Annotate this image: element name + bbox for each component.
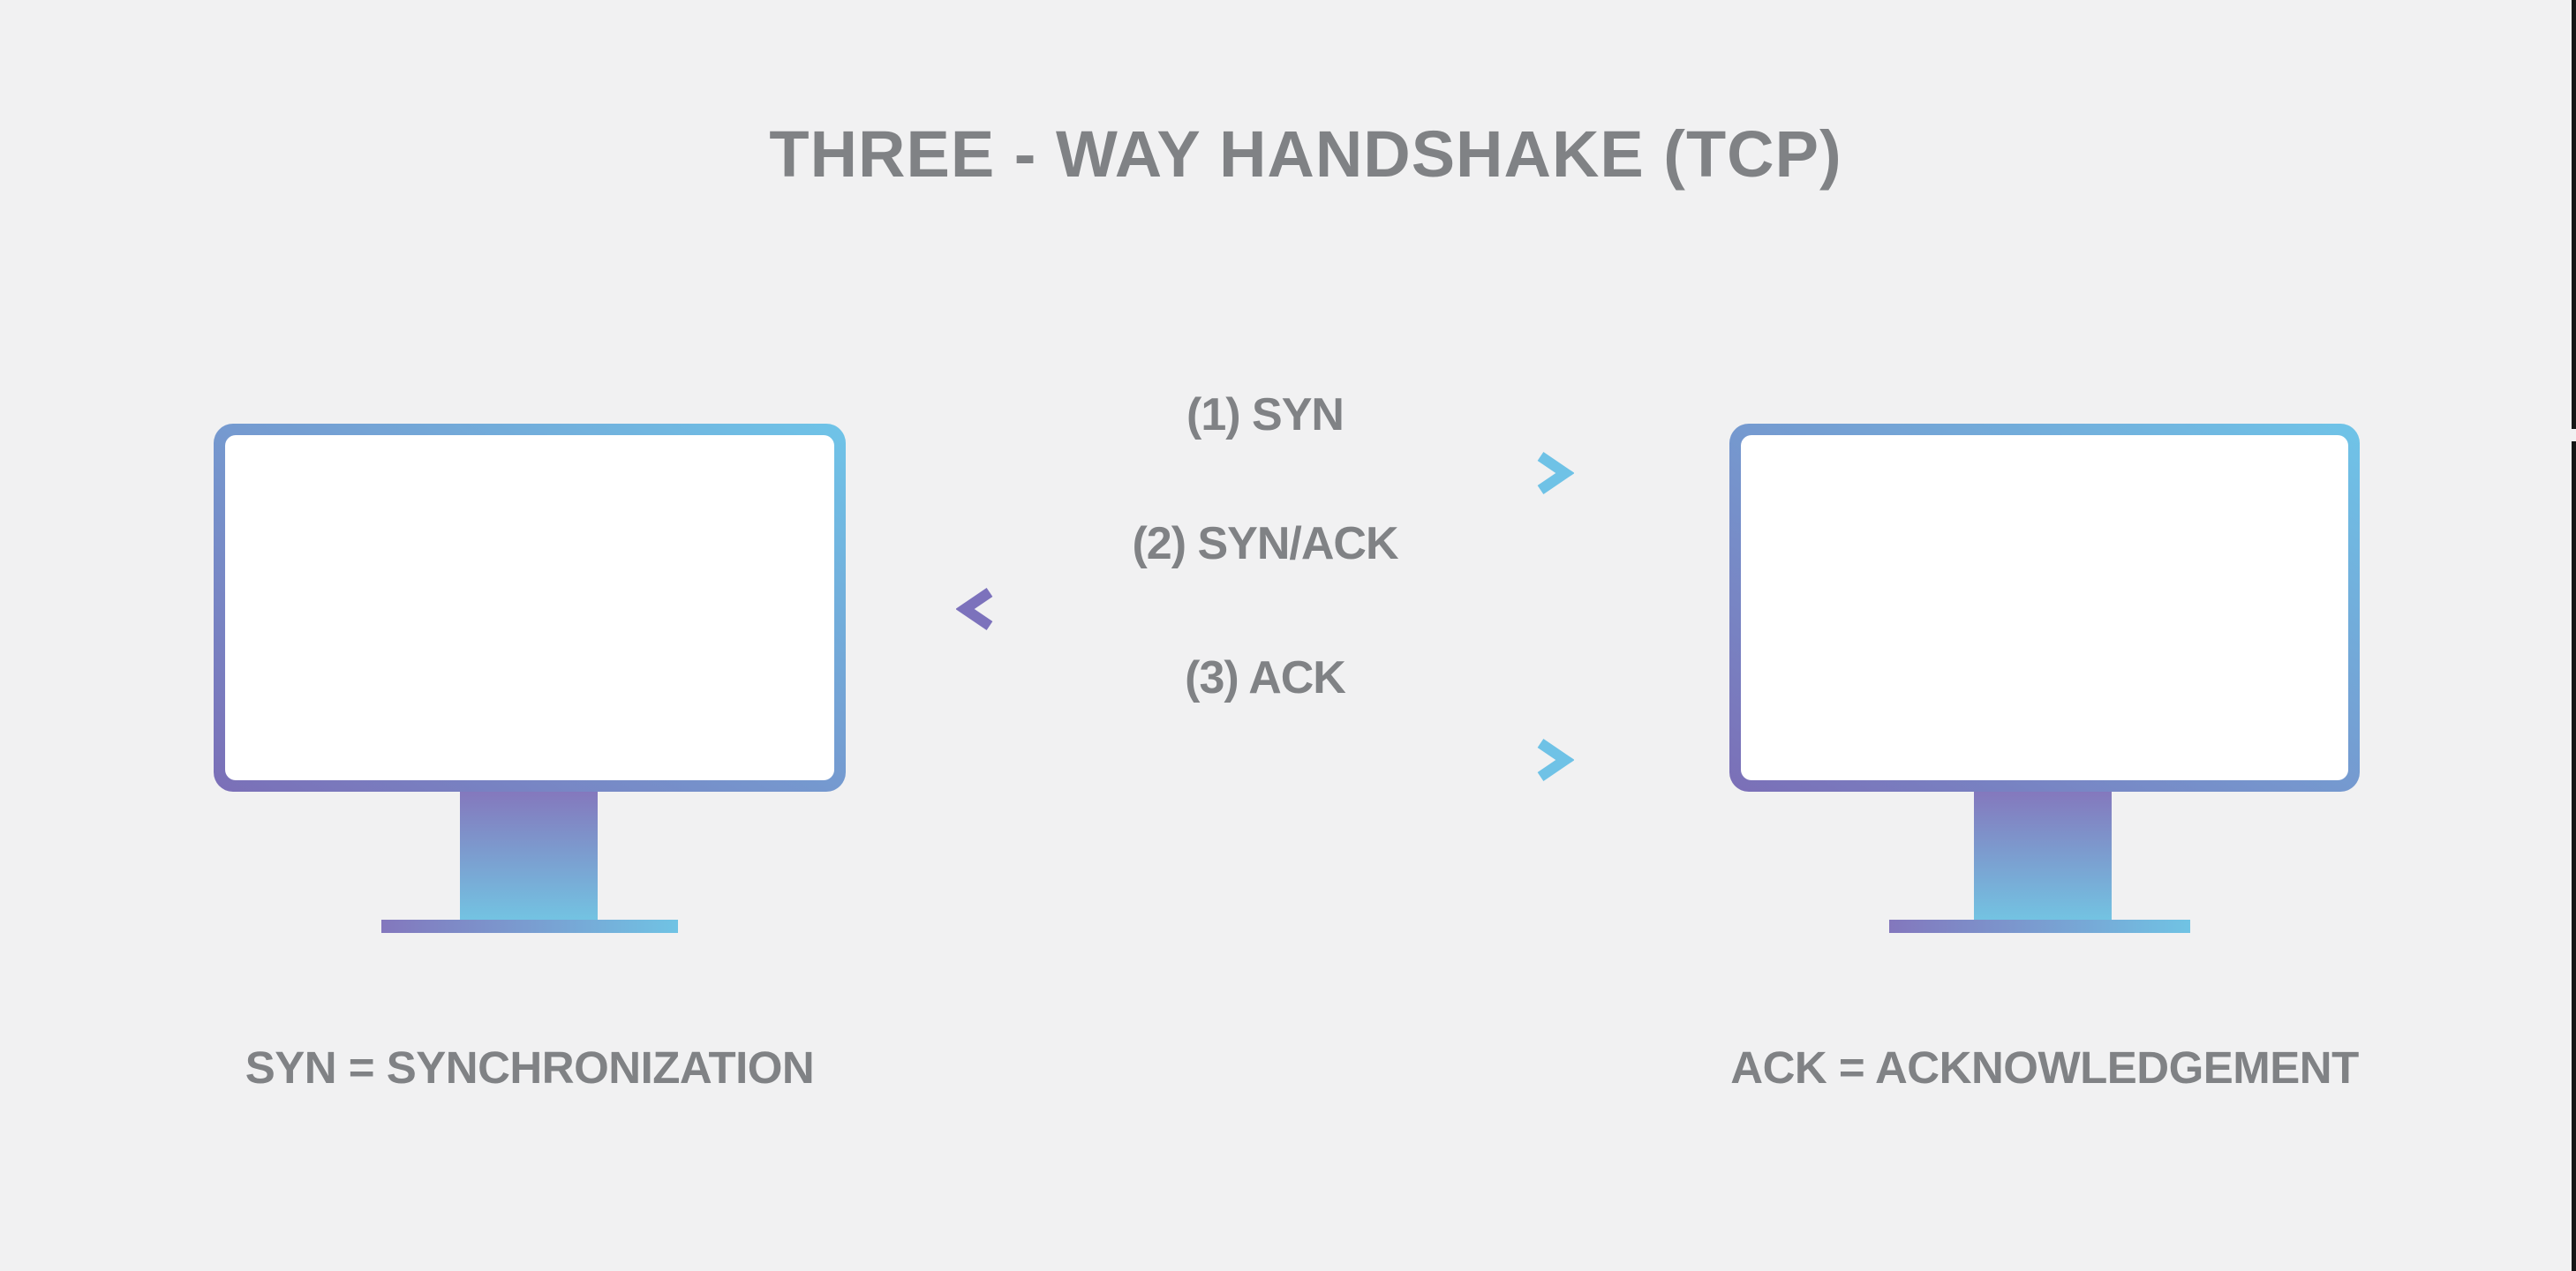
right-edge-line-gap [2572,429,2576,441]
message-label-syn: (1) SYN [1186,389,1344,440]
server-monitor-stand-neck [1974,792,2112,920]
client-monitor-screen [225,435,834,780]
legend-syn: SYN = SYNCHRONIZATION [245,1042,815,1093]
page-title: THREE - WAY HANDSHAKE (TCP) [769,117,1842,191]
client-monitor-screen-frame [214,424,846,792]
server-monitor-screen [1741,435,2348,780]
legend-ack: ACK = ACKNOWLEDGEMENT [1730,1042,2359,1093]
message-label-syn-ack: (2) SYN/ACK [1132,518,1398,569]
arrow-syn-ack-left-icon [956,588,1574,630]
server-monitor-stand-base [1889,920,2190,933]
client-monitor-stand-neck [460,792,598,920]
message-label-ack: (3) ACK [1185,652,1346,703]
arrow-ack-right-icon [956,739,1574,781]
client-monitor-stand-base [381,920,678,933]
right-edge-line [2572,0,2576,1271]
arrow-syn-right-icon [956,452,1574,494]
server-monitor-screen-frame [1729,424,2360,792]
